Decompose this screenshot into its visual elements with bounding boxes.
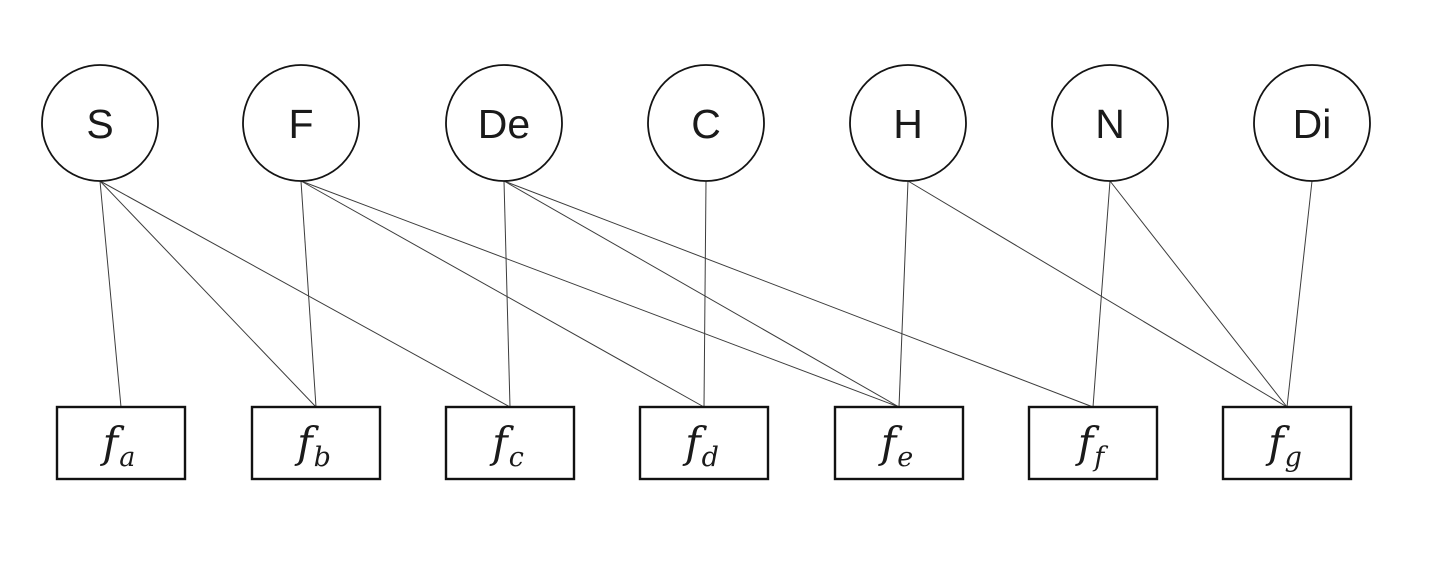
variable-label-Di: Di: [1293, 101, 1332, 147]
factor-label-subscript-fa: a: [119, 442, 135, 473]
factor-label-subscript-fb: b: [314, 442, 331, 473]
edge-S-fc: [99, 180, 511, 408]
edge-Di-fg: [1286, 180, 1313, 408]
edge-De-fe: [503, 180, 900, 408]
factor-node-fe: [833, 405, 965, 481]
variable-node-C: [647, 64, 765, 182]
factor-label-fg: fg: [1265, 418, 1302, 473]
edge-C-fd: [703, 180, 707, 408]
factor-node-fc: [444, 405, 576, 481]
variable-node-De: [445, 64, 563, 182]
factor-label-subscript-fg: g: [1285, 442, 1302, 473]
edge-F-fe: [300, 180, 900, 408]
edge-H-fe: [898, 180, 909, 408]
edge-De-fc: [503, 180, 511, 408]
variable-node-Di: [1253, 64, 1371, 182]
factor-node-fa: [55, 405, 187, 481]
factor-label-subscript-fe: e: [897, 442, 913, 473]
variable-node-N: [1051, 64, 1169, 182]
factor-node-fd: [638, 405, 770, 481]
edge-F-fd: [300, 180, 705, 408]
variable-label-F: F: [288, 101, 313, 147]
variable-label-H: H: [893, 101, 923, 147]
variable-node-H: [849, 64, 967, 182]
factor-node-ff: [1027, 405, 1159, 481]
factor-label-subscript-fc: c: [509, 442, 524, 473]
variable-label-C: C: [691, 101, 721, 147]
edge-S-fb: [99, 180, 317, 408]
edge-H-fg: [907, 180, 1288, 408]
factor-label-subscript-ff: f: [1092, 442, 1108, 473]
variable-node-S: [41, 64, 159, 182]
edge-N-fg: [1109, 180, 1288, 408]
edge-F-fb: [300, 180, 317, 408]
factor-node-fb: [250, 405, 382, 481]
edge-S-fa: [99, 180, 122, 408]
edge-N-ff: [1092, 180, 1111, 408]
edge-De-ff: [503, 180, 1094, 408]
variable-label-De: De: [478, 101, 530, 147]
factor-label-subscript-fd: d: [702, 442, 719, 473]
variable-label-S: S: [86, 101, 113, 147]
variable-node-F: [242, 64, 360, 182]
factor-node-fg: [1221, 405, 1353, 481]
variable-label-N: N: [1095, 101, 1125, 147]
